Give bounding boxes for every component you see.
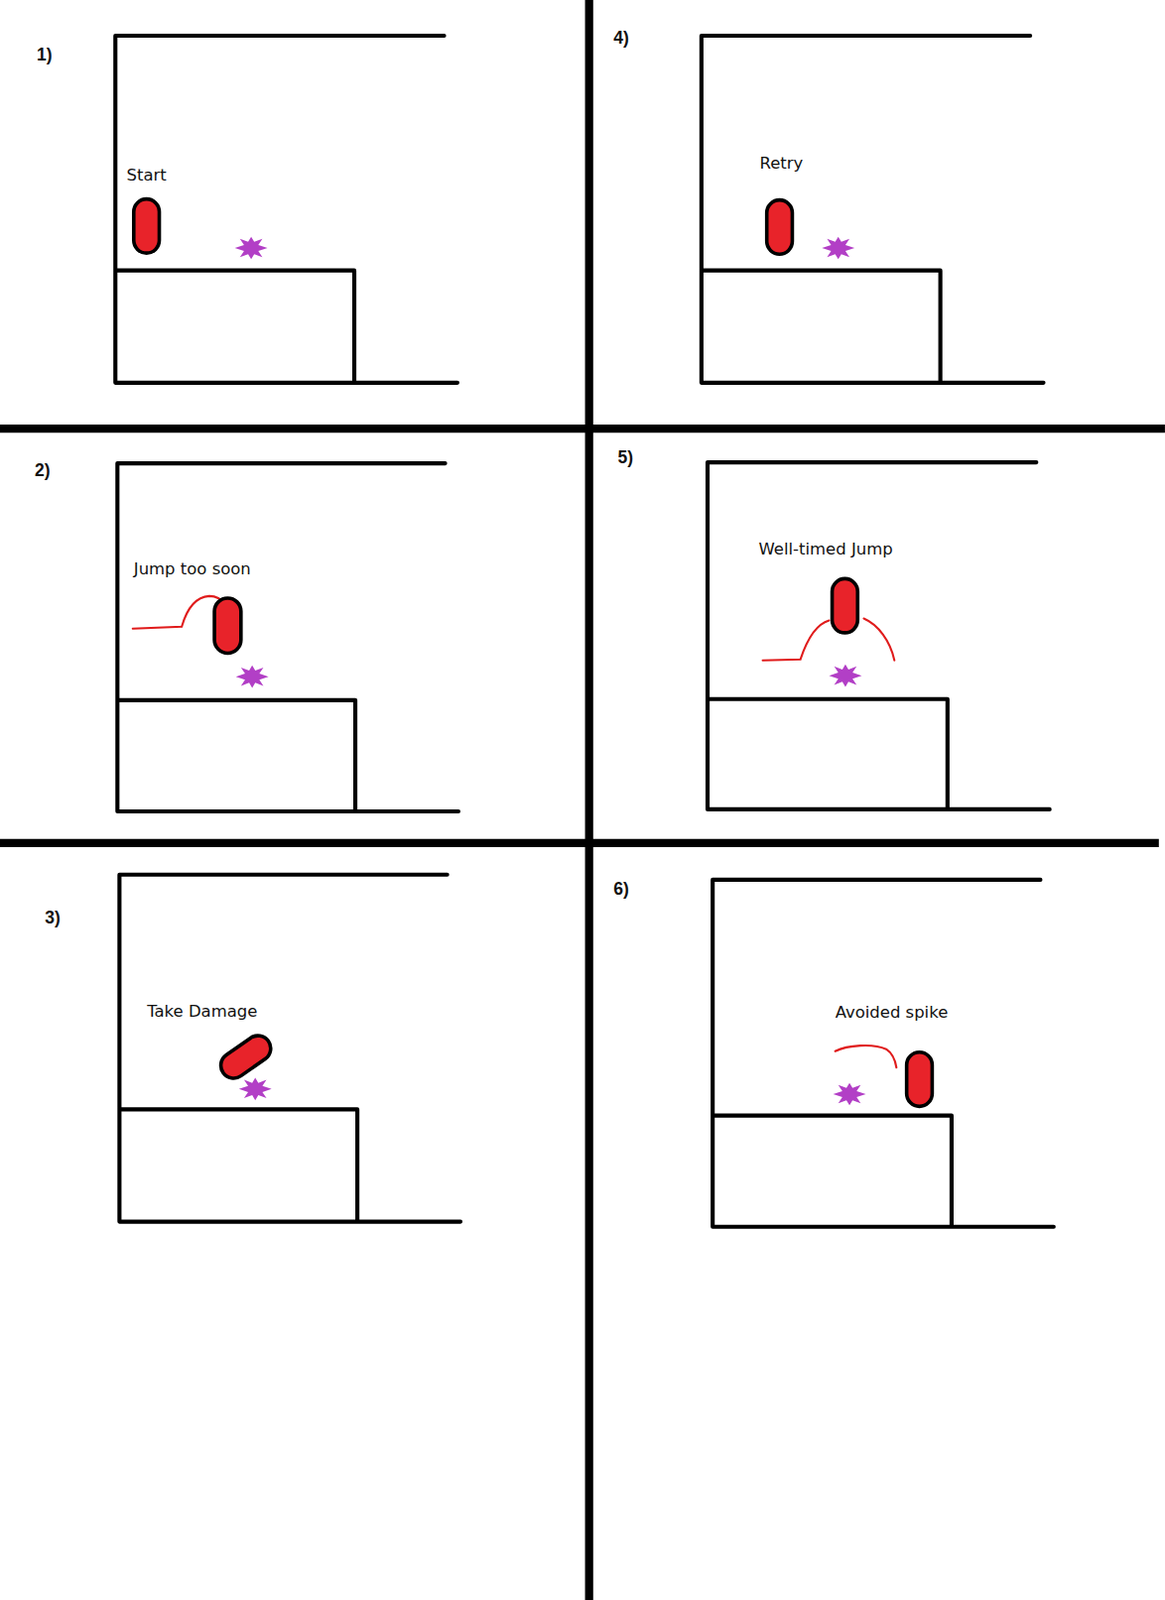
panel-caption: Start — [127, 165, 167, 187]
panel-number: 1) — [36, 44, 53, 66]
level-geometry — [115, 35, 1054, 1228]
panel-number: 6) — [613, 880, 630, 902]
player-capsules — [133, 199, 933, 1108]
panel-number: 5) — [617, 448, 634, 470]
panel-caption: Well-timed Jump — [758, 538, 893, 560]
panel-number: 2) — [34, 461, 51, 483]
panel-number: 3) — [44, 908, 61, 930]
panel-caption: Avoided spike — [835, 1002, 949, 1024]
spikes — [235, 237, 867, 1107]
panel-caption: Jump too soon — [133, 559, 252, 581]
panel-number: 4) — [613, 28, 630, 50]
panel-caption: Retry — [760, 152, 804, 174]
panel-caption: Take Damage — [146, 1001, 258, 1023]
jump-arcs — [132, 596, 898, 1068]
